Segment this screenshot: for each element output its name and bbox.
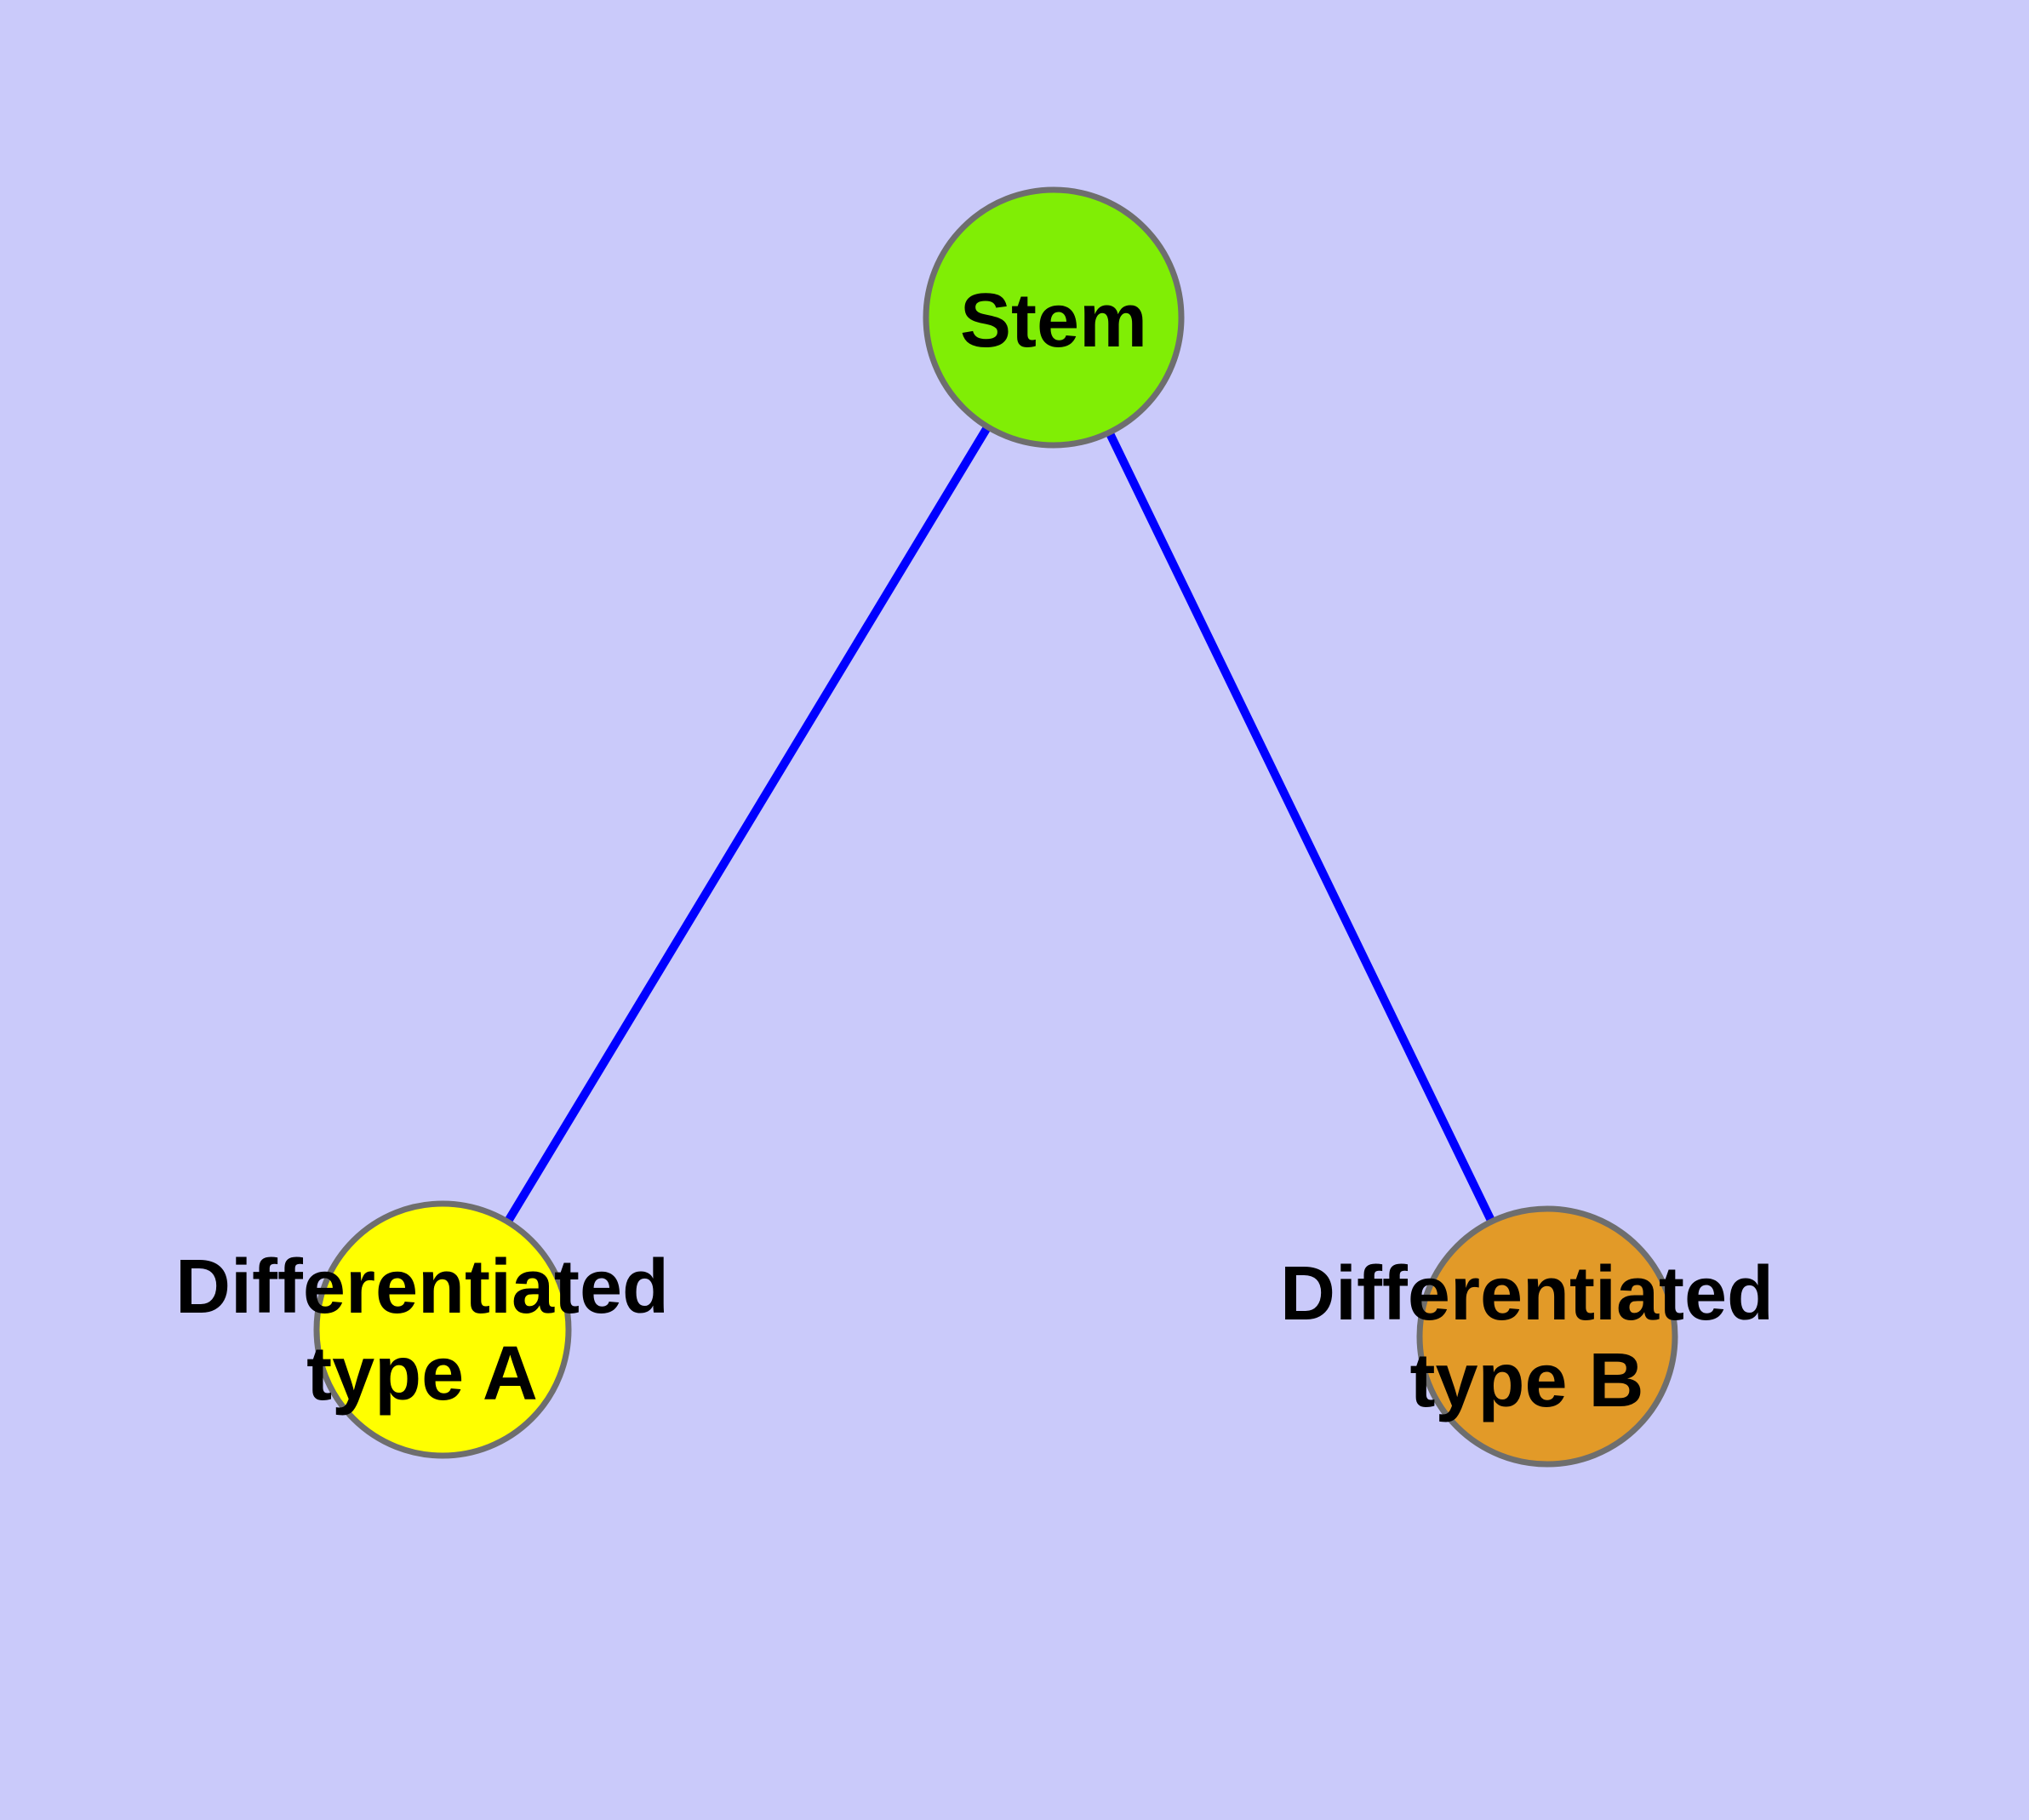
type-b-node-label-line2: type B [1409, 1338, 1643, 1423]
type-b-node-circle [1416, 1205, 1678, 1468]
stem-node-label: Stem [960, 278, 1147, 363]
edge-stem-to-type-b [1049, 315, 1552, 1339]
stem-node-circle [923, 186, 1185, 449]
type-a-node-circle [313, 1200, 572, 1459]
edge-stem-to-type-a [438, 315, 1058, 1332]
type-a-node-label-line2: type A [306, 1331, 538, 1417]
type-b-node-label-line1: Differentiated [1280, 1251, 1774, 1336]
type-a-node-label-line1: Differentiated [175, 1245, 669, 1330]
